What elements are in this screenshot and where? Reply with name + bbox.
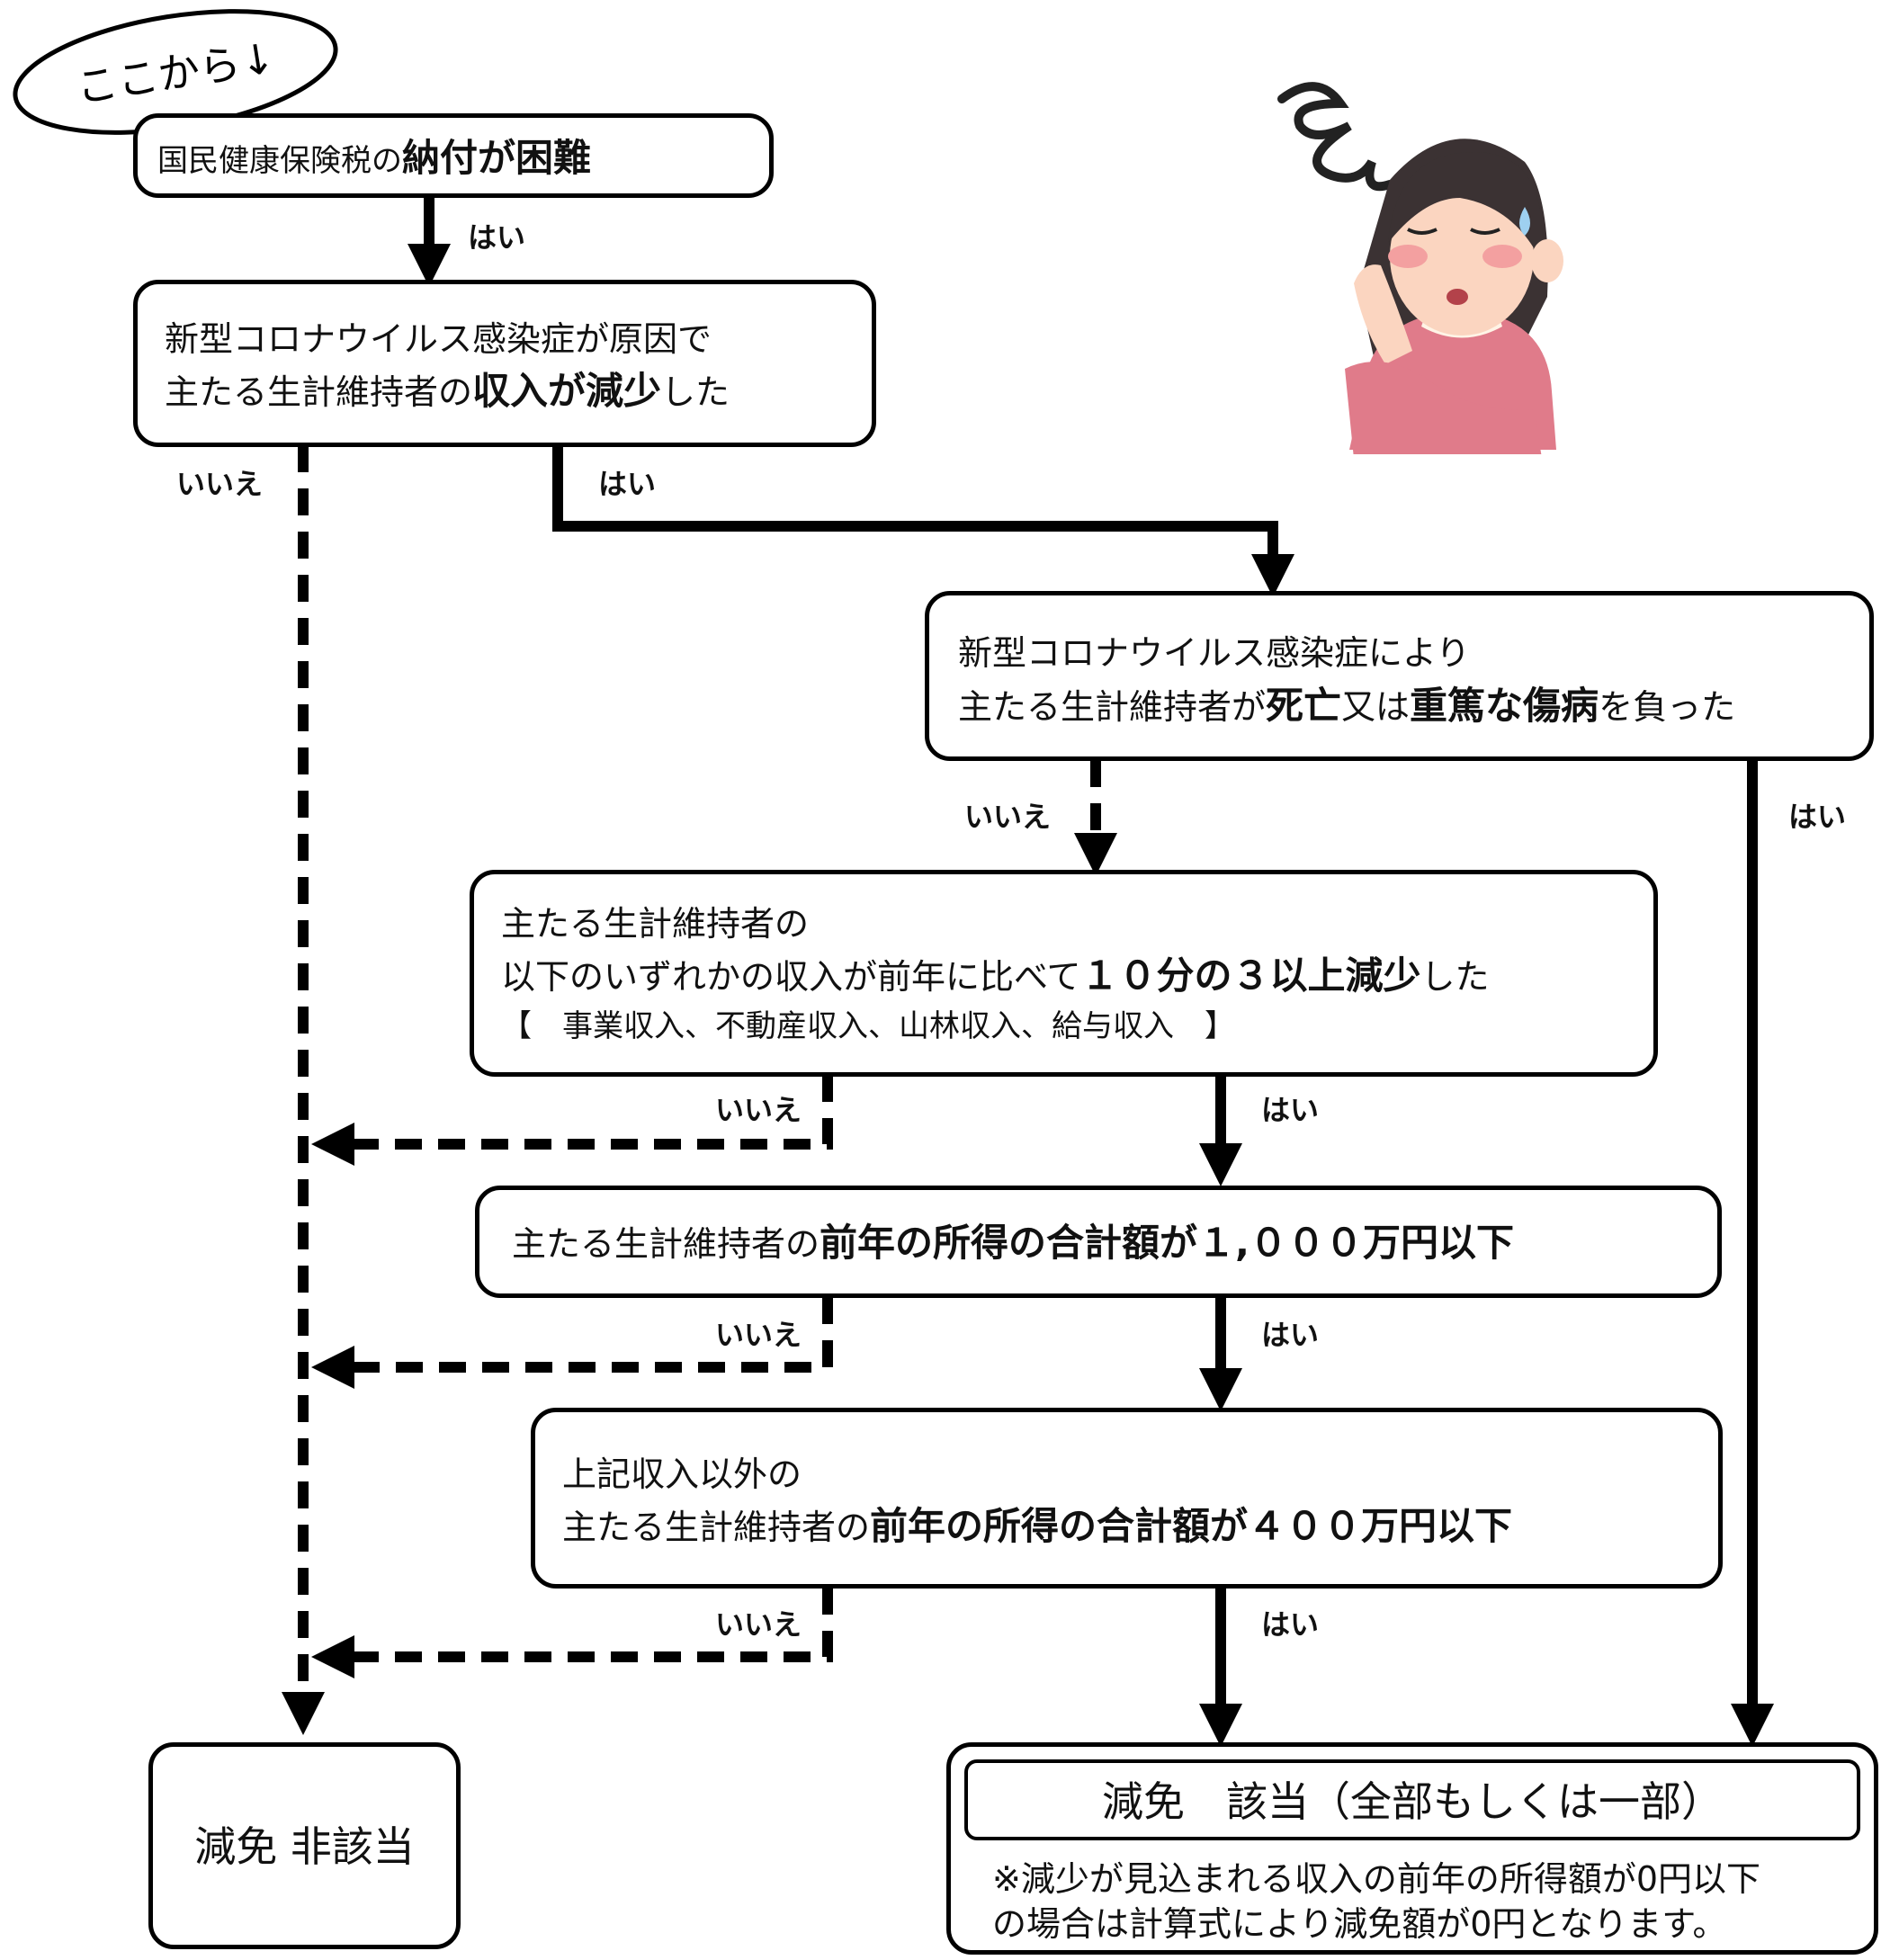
q3-line2-bold1: 死亡	[1266, 684, 1342, 728]
q1-text-bold: 納付が困難	[402, 136, 592, 180]
q4-line2-c: した	[1420, 957, 1490, 997]
result-applicable-title: 減免 該当（全部もしくは一部）	[1102, 1777, 1723, 1826]
q6-line1: 上記収入以外の	[562, 1454, 802, 1494]
question-box-covid-income-decrease: 新型コロナウイルス感染症が原因で 主たる生計維持者の収入が減少した	[133, 280, 876, 447]
arrow-q6-no-to-trunk	[311, 1588, 833, 1678]
q3-line2-e: を負った	[1599, 687, 1736, 727]
label-yes-q6: はい	[1261, 1607, 1320, 1642]
arrow-q2-yes-to-q3	[552, 445, 1294, 597]
label-no-q6: いいえ	[715, 1607, 802, 1642]
q6-line2-bold: 前年の所得の合計額が４００万円以下	[870, 1504, 1513, 1548]
question-box-payment-difficulty: 国民健康保険税の納付が困難	[133, 113, 774, 198]
q4-line3-income-types: 【 事業収入、不動産収入、山林収入、給与収入 】	[501, 1008, 1235, 1044]
label-yes-q3: はい	[1788, 800, 1847, 834]
question-box-other-income-under-4m: 上記収入以外の 主たる生計維持者の前年の所得の合計額が４００万円以下	[531, 1408, 1723, 1589]
result-applicable-title-box: 減免 該当（全部もしくは一部）	[964, 1759, 1860, 1840]
label-yes-q1: はい	[468, 220, 526, 255]
q3-line2-bold2: 重篤な傷病	[1410, 684, 1599, 728]
label-no-q2: いいえ	[176, 467, 264, 501]
q2-line2-bold: 収入が減少	[472, 369, 662, 413]
question-box-death-or-injury: 新型コロナウイルス感染症により 主たる生計維持者が死亡又は重篤な傷病を負った	[925, 591, 1874, 761]
label-no-q4: いいえ	[715, 1093, 802, 1127]
q3-line2-c: 又は	[1341, 687, 1411, 727]
question-box-income-under-10m: 主たる生計維持者の前年の所得の合計額が１,０００万円以下	[475, 1186, 1722, 1298]
result-not-applicable-text: 減免 非該当	[194, 1822, 415, 1871]
q3-line2-a: 主たる生計維持者が	[958, 687, 1267, 727]
result-box-applicable: 減免 該当（全部もしくは一部） ※減少が見込まれる収入の前年の所得額が0円以下 …	[946, 1742, 1878, 1955]
q1-text-normal: 国民健康保険税の	[157, 143, 402, 179]
q5-text-normal: 主たる生計維持者の	[512, 1224, 820, 1264]
label-no-q5: いいえ	[715, 1318, 802, 1352]
q2-line2-c: した	[661, 372, 730, 412]
q4-line2-a: 以下のいずれかの収入が前年に比べて	[501, 957, 1081, 997]
q3-line1: 新型コロナウイルス感染症により	[958, 633, 1471, 673]
q5-text-bold: 前年の所得の合計額が１,０００万円以下	[820, 1221, 1514, 1265]
q2-line2-a: 主たる生計維持者の	[165, 372, 473, 412]
worried-person-illustration	[1277, 82, 1563, 454]
q2-line1: 新型コロナウイルス感染症が原因で	[165, 319, 712, 359]
label-yes-q4: はい	[1261, 1093, 1320, 1127]
q6-line2-a: 主たる生計維持者の	[562, 1508, 871, 1547]
arrow-q4-no-to-trunk	[311, 1075, 833, 1166]
q4-line2-bold: １０分の３以上減少	[1080, 953, 1421, 998]
result-box-not-applicable: 減免 非該当	[148, 1742, 461, 1949]
label-yes-q2: はい	[598, 467, 657, 501]
question-box-income-decrease-30pct: 主たる生計維持者の 以下のいずれかの収入が前年に比べて１０分の３以上減少した 【…	[470, 870, 1658, 1077]
label-no-q3: いいえ	[964, 800, 1052, 834]
result-applicable-note-line1: ※減少が見込まれる収入の前年の所得額が0円以下	[992, 1859, 1761, 1899]
label-yes-q5: はい	[1261, 1318, 1320, 1352]
result-applicable-note-line2: の場合は計算式により減免額が0円となります。	[992, 1904, 1727, 1944]
start-label-ellipse: ここから↓	[13, 9, 338, 135]
q4-line1: 主たる生計維持者の	[501, 904, 810, 944]
arrow-q5-no-to-trunk	[311, 1297, 833, 1389]
